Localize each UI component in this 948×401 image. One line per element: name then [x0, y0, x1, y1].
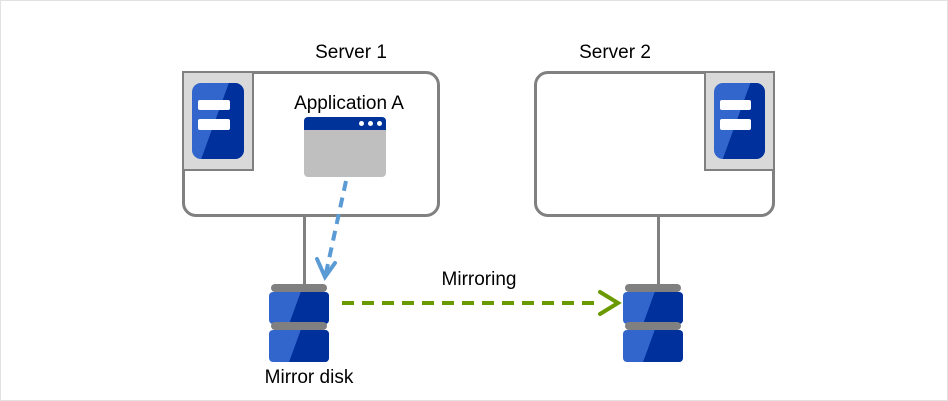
server1-title: Server 1	[315, 42, 387, 63]
mirroring-label: Mirroring	[441, 269, 517, 290]
disk-bar-middle	[271, 322, 327, 330]
dashed-arrow-right-icon	[342, 290, 622, 316]
server-icon	[704, 71, 775, 171]
server-card-bar-2	[719, 119, 752, 131]
server-card-bar-2	[197, 119, 230, 131]
disk-platter-bottom	[623, 330, 683, 362]
application-a-label: Application A	[294, 93, 404, 114]
disk-platter-shade	[269, 292, 329, 324]
disk-icon	[269, 284, 329, 364]
server1-disk-connector	[303, 215, 306, 287]
server-card-bar-1	[719, 99, 752, 111]
disk-bar-top	[625, 284, 681, 292]
server-card-graphic	[192, 83, 244, 159]
disk-platter-shade	[623, 292, 683, 324]
server2-title: Server 2	[579, 42, 651, 63]
server-card-bar-1	[197, 99, 230, 111]
server2-disk-connector	[657, 215, 660, 287]
disk-platter-top	[623, 292, 683, 324]
server-card-graphic	[714, 83, 765, 159]
disk-platter-shade	[623, 330, 683, 362]
app-window-icon	[304, 117, 386, 177]
disk-bar-top	[271, 284, 327, 292]
app-window-dot-3	[377, 121, 382, 126]
disk-platter-top	[269, 292, 329, 324]
app-window-dot-2	[368, 121, 373, 126]
disk-platter-bottom	[269, 330, 329, 362]
disk-icon	[623, 284, 683, 364]
disk-platter-shade	[269, 330, 329, 362]
app-window-dot-1	[359, 121, 364, 126]
mirror-disk-label: Mirror disk	[264, 367, 354, 388]
disk-bar-middle	[625, 322, 681, 330]
app-window-titlebar	[304, 117, 386, 130]
server-icon	[182, 71, 254, 171]
